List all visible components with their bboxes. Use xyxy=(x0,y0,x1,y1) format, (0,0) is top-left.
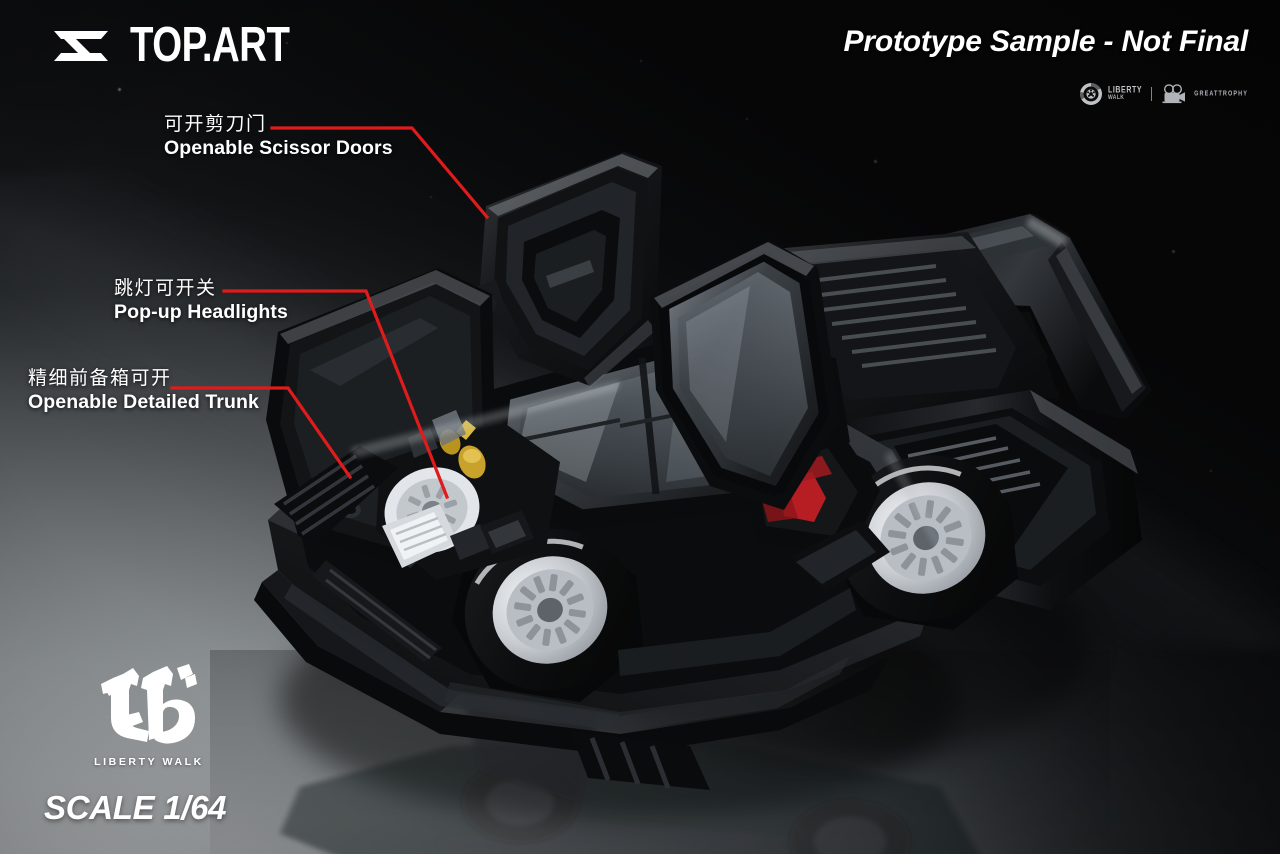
movie-camera-icon xyxy=(1162,84,1186,104)
greattrophy-partner-logo: GREATTROPHY xyxy=(1161,84,1248,104)
greattrophy-wordmark: GREATTROPHY xyxy=(1194,90,1248,98)
callout-pop-up-headlights: 跳灯可开关 Pop-up Headlights xyxy=(114,277,288,324)
rear-diffuser xyxy=(570,730,710,790)
callout-label-en: Openable Scissor Doors xyxy=(164,136,393,159)
brand-name: TOP.ART xyxy=(130,18,290,72)
brand-logo: TOP.ART xyxy=(46,18,296,72)
callout-openable-detailed-trunk: 精细前备箱可开 Openable Detailed Trunk xyxy=(28,367,259,414)
partner-logo-bar: LIBERTY WALK GREATTROPHY xyxy=(1079,82,1248,106)
liberty-walk-footer-name: LIBERTY WALK xyxy=(94,756,204,768)
callout-label-cn: 可开剪刀门 xyxy=(164,113,267,135)
front-wheel xyxy=(452,529,644,702)
callout-label-cn: 精细前备箱可开 xyxy=(28,367,172,389)
liberty-walk-partner-logo: LIBERTY WALK xyxy=(1079,82,1142,106)
callout-openable-scissor-doors: 可开剪刀门 Openable Scissor Doors xyxy=(164,113,393,160)
liberty-walk-wordmark: LIBERTY WALK xyxy=(1107,85,1143,102)
liberty-walk-wheel-icon xyxy=(1079,83,1102,105)
liberty-walk-lb-blackletter-icon xyxy=(101,664,197,744)
topart-logo-mark xyxy=(54,31,108,61)
callout-label-cn: 跳灯可开关 xyxy=(114,277,217,299)
liberty-walk-line1: LIBERTY xyxy=(1107,85,1143,95)
side-skirts-and-fenders xyxy=(444,520,890,732)
scissor-door-left-open xyxy=(464,152,662,388)
liberty-walk-footer-logo: LIBERTY WALK xyxy=(84,660,214,768)
partner-divider xyxy=(1151,87,1153,101)
callout-label-en: Openable Detailed Trunk xyxy=(28,390,259,413)
scissor-door-right-open xyxy=(650,240,840,510)
liberty-walk-line2: WALK xyxy=(1107,93,1125,102)
car-model-photo xyxy=(150,90,1152,854)
callout-label-en: Pop-up Headlights xyxy=(114,300,288,323)
prototype-notice: Prototype Sample - Not Final xyxy=(843,25,1249,58)
scale-label: SCALE 1/64 xyxy=(44,789,227,826)
